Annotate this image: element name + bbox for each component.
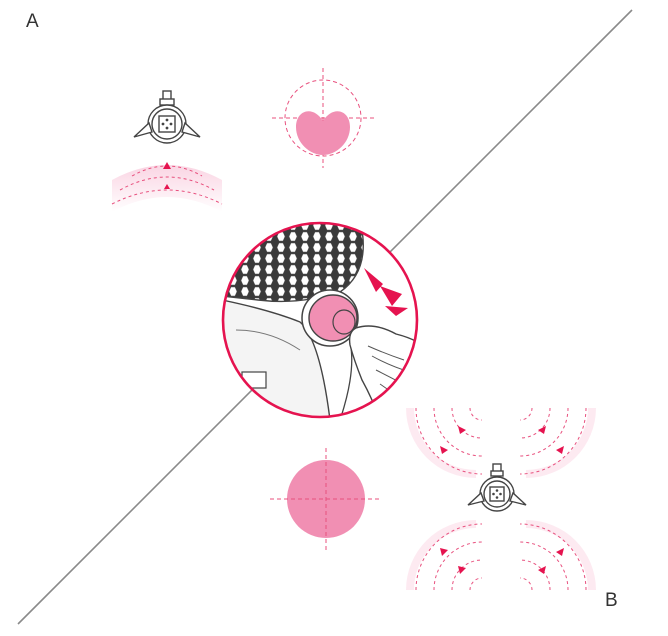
mode-a-label: A: [26, 11, 39, 32]
omni-pattern-icon: [270, 448, 382, 552]
mode-b-label: B: [605, 590, 618, 611]
mode-b-sound-waves: [406, 407, 596, 591]
button-press-detail: [221, 221, 419, 419]
mode-a-microphone-icon: [133, 90, 201, 144]
mode-b-microphone-icon: [467, 463, 527, 512]
cardioid-pattern-icon: [272, 68, 374, 168]
mode-a-sound-waves: [111, 162, 223, 212]
